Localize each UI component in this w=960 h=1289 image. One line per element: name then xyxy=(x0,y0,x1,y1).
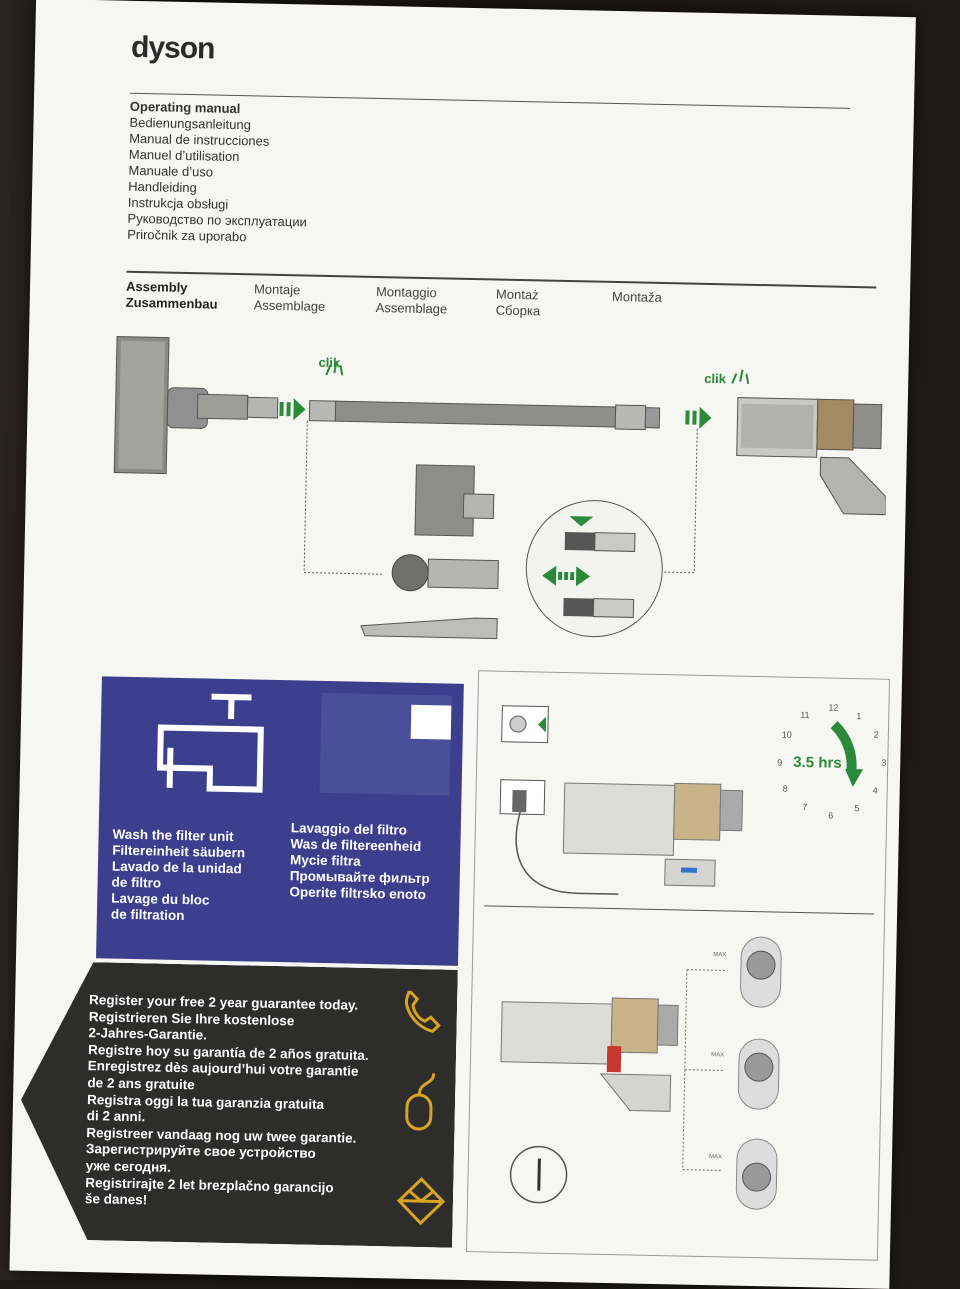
clik-label-left: clik xyxy=(318,354,341,371)
register-guarantee-text: Register your free 2 year guarantee toda… xyxy=(84,992,369,1208)
clock-number: 3 xyxy=(881,757,887,768)
max-label: MAX xyxy=(708,1154,723,1161)
max-label: MAX xyxy=(713,952,727,959)
insert-arrow-icon xyxy=(685,406,712,429)
envelope-icon xyxy=(396,1176,446,1226)
clock-number: 6 xyxy=(828,810,834,821)
clock-number: 12 xyxy=(828,702,839,713)
clik-label-right: clik xyxy=(704,370,727,387)
filter-wash-panel: Wash the filter unit Filtereinheit säube… xyxy=(96,676,464,966)
clock-number: 11 xyxy=(800,709,810,721)
assembly-heading-es-fr: Montaje Assemblage xyxy=(253,281,326,314)
charge-led xyxy=(680,867,698,873)
manual-title-list: Operating manual Bedienungsanleitung Man… xyxy=(127,99,309,247)
dyson-logo: dyson xyxy=(130,30,215,66)
clock-arc-icon xyxy=(830,721,857,774)
clock-number: 9 xyxy=(777,757,783,768)
filter-wash-text-left: Wash the filter unit Filtereinheit säube… xyxy=(110,826,246,924)
mouse-icon xyxy=(405,1093,433,1131)
vacuum-body-power xyxy=(500,1001,613,1065)
charging-panel: 3.5 hrs 12 1 2 3 4 5 6 7 8 9 10 11 MAX M… xyxy=(465,670,891,1261)
max-label: MAX xyxy=(711,1052,725,1059)
wand-illustration xyxy=(334,400,617,428)
clock-number: 2 xyxy=(873,729,879,740)
charger-cable xyxy=(515,811,619,895)
clock-number: 1 xyxy=(856,711,862,722)
vacuum-body-charging xyxy=(562,782,676,856)
contact-icons xyxy=(396,990,446,1226)
assembly-diagram xyxy=(113,336,887,640)
slide-arrow-icon xyxy=(542,565,591,587)
push-down-arrow-icon xyxy=(569,516,594,527)
phone-icon xyxy=(404,990,441,1033)
charging-diagram xyxy=(484,705,875,1210)
charge-duration: 3.5 hrs xyxy=(793,753,842,772)
power-mode-switches xyxy=(735,936,782,1210)
trigger-button xyxy=(606,1045,622,1073)
clock-number: 8 xyxy=(782,783,788,794)
assembly-heading: Assembly Zusammenbau xyxy=(125,278,218,312)
click-mark-icon xyxy=(731,369,750,384)
combination-tool xyxy=(391,554,429,592)
tool-detail-circle xyxy=(525,500,663,638)
filter-wash-text-right: Lavaggio del filtro Was de filtereenheid… xyxy=(289,820,430,903)
power-on-circle xyxy=(509,1145,568,1204)
click-mark-icon xyxy=(325,360,344,376)
assembly-heading-it-nl: Montaggio Assemblage xyxy=(375,283,448,317)
clock-number: 10 xyxy=(781,729,792,740)
assembly-heading-pl-ru: Montaż Сборка xyxy=(495,286,541,319)
crevice-tool xyxy=(360,617,498,640)
tap-icon xyxy=(156,692,452,796)
clock-number: 7 xyxy=(802,802,808,813)
manual-page: dyson Operating manual Bedienungsanleitu… xyxy=(9,0,916,1289)
clock-number: 4 xyxy=(872,785,878,796)
assembly-heading-sl: Montaža xyxy=(611,288,663,305)
insert-arrow-icon xyxy=(279,398,306,421)
clock-number: 5 xyxy=(854,803,860,814)
